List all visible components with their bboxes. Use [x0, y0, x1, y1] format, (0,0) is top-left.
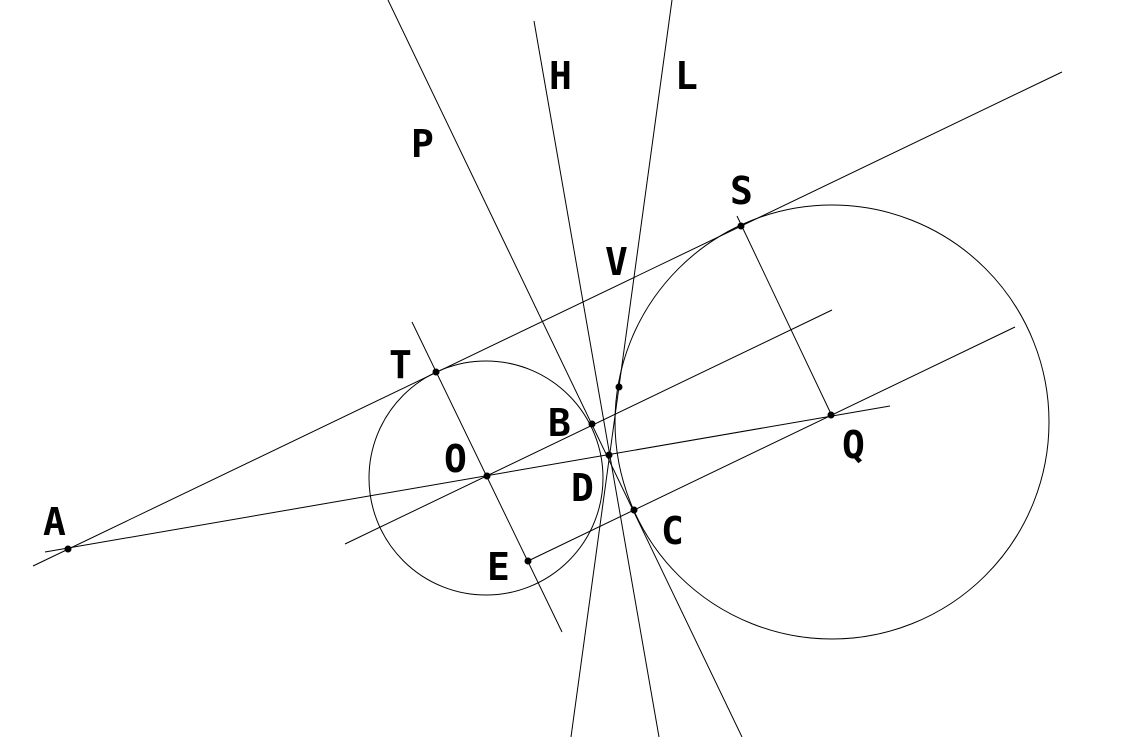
label-o: O: [444, 437, 467, 481]
point-a: [64, 545, 72, 553]
line-ob: [344, 309, 833, 545]
point-c: [630, 506, 638, 514]
label-d: D: [571, 466, 594, 510]
label-p: P: [411, 122, 434, 166]
point-q: [827, 411, 835, 419]
tangent-line-ats: [32, 71, 1063, 567]
line-h: [533, 20, 660, 737]
label-c: C: [661, 509, 684, 553]
circle-o: [368, 360, 604, 596]
label-l: L: [675, 54, 698, 98]
line-p: [387, 0, 743, 737]
label-b: B: [548, 401, 571, 445]
label-h: H: [549, 54, 572, 98]
point-o: [483, 472, 491, 480]
point-tangent: [615, 383, 623, 391]
label-q: Q: [842, 423, 865, 467]
point-s: [737, 222, 745, 230]
line-ec: [527, 326, 1016, 562]
line-l: [570, 0, 673, 737]
point-d: [605, 451, 613, 459]
segment-sq: [736, 215, 833, 417]
point-e: [524, 557, 532, 565]
label-e: E: [487, 545, 510, 589]
label-v: V: [605, 240, 628, 284]
circle-q: [614, 204, 1050, 640]
label-a: A: [43, 500, 66, 544]
label-t: T: [389, 343, 412, 387]
point-b: [588, 420, 596, 428]
point-t: [432, 368, 440, 376]
line-aoq: [44, 405, 891, 553]
label-s: S: [730, 169, 753, 213]
